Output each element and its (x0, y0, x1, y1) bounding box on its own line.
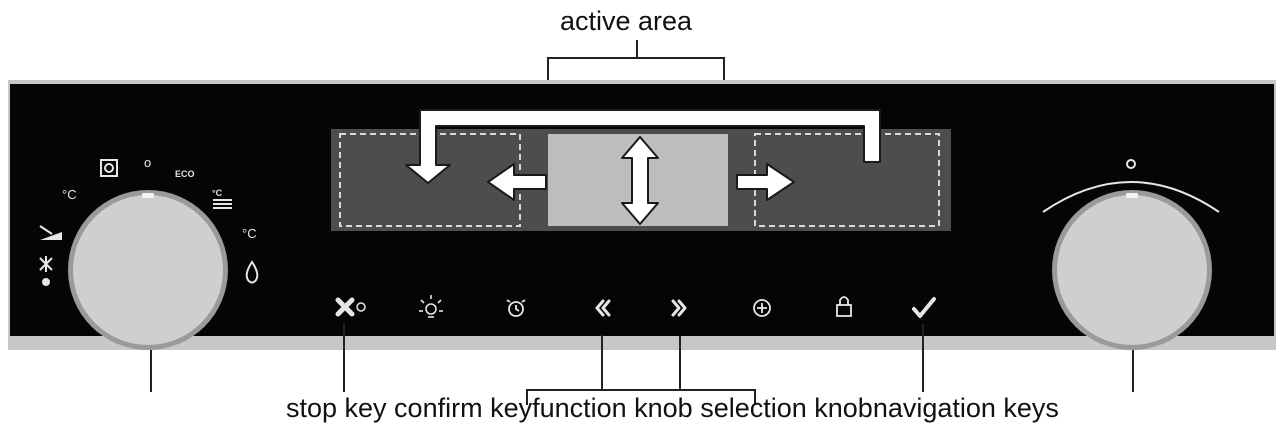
selection-knob-scale (1042, 159, 1220, 213)
confirm-key[interactable] (912, 297, 936, 318)
symbol-off: o (144, 155, 151, 170)
loop-arrow-icon (405, 109, 881, 184)
lock-key[interactable] (836, 296, 852, 317)
grill-icon (100, 159, 118, 177)
nav-left-key[interactable] (595, 299, 611, 317)
cross-icon (335, 297, 355, 317)
symbol-celsius-right: °C (242, 226, 257, 241)
stop-key[interactable] (335, 297, 366, 317)
pizza-icon (39, 225, 62, 240)
selection-knob[interactable] (1052, 190, 1212, 350)
symbol-celsius-left: °C (62, 187, 77, 202)
symbol-celsius-top-right: °C (212, 188, 223, 198)
timer-key[interactable] (506, 299, 526, 317)
lock-icon (836, 296, 852, 317)
function-knob-symbols: o ECO °C °C °C (62, 155, 257, 241)
plus-key[interactable] (753, 299, 771, 317)
symbol-eco: ECO (175, 169, 195, 179)
defrost-icon (39, 256, 53, 286)
arrow-up-down-icon (621, 136, 659, 225)
lamp-icon (419, 295, 443, 318)
heater-lines-icon (213, 199, 232, 209)
function-knob[interactable] (68, 190, 228, 350)
plus-icon (753, 299, 771, 317)
light-key[interactable] (419, 295, 443, 318)
arrow-left-icon (487, 163, 547, 201)
active-area-label: active area (560, 6, 693, 36)
water-drop-icon (245, 260, 259, 284)
chevron-right-icon (671, 299, 687, 317)
alarm-clock-icon (506, 299, 526, 317)
active-area-bracket (547, 40, 725, 82)
bottom-labels: stop key confirm keyfunction knob select… (286, 393, 1059, 423)
arrow-right-icon (736, 163, 795, 201)
chevron-left-icon (595, 299, 611, 317)
nav-right-key[interactable] (671, 299, 687, 317)
info-icon (356, 302, 366, 312)
check-icon (912, 297, 936, 318)
callout-lines (150, 324, 1134, 405)
